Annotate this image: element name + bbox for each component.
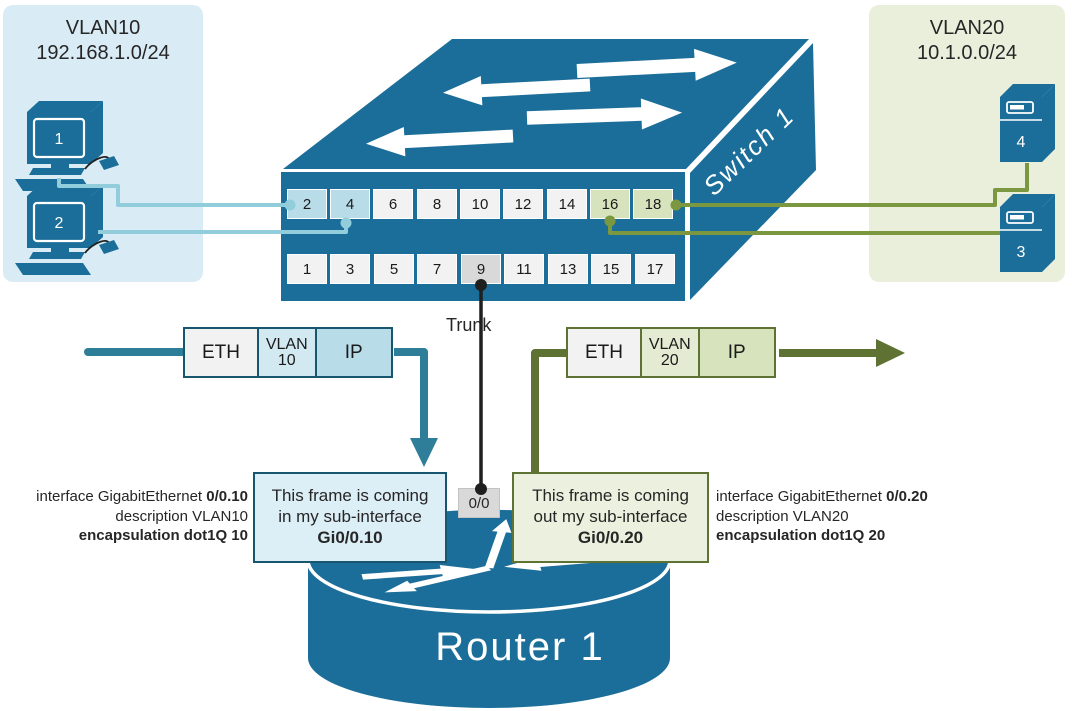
frame-diagram-vlan20: ETH VLAN 20 IP <box>566 327 776 378</box>
switch-port-5: 5 <box>374 254 414 284</box>
vlan10-title: VLAN10 <box>65 17 141 39</box>
vlan-id-right: 20 <box>660 351 679 369</box>
bubble-left-line2: in my sub-interface <box>278 507 422 526</box>
switch-arrows <box>365 46 738 159</box>
eth-cell-right: ETH <box>568 329 640 376</box>
switch-port-18: 18 <box>633 189 673 219</box>
switch-side-face <box>690 43 816 300</box>
switch-port-17: 17 <box>635 254 675 284</box>
config-left-line3: encapsulation dot1Q 10 <box>78 527 248 544</box>
config-right-line1-bold: 0/0.20 <box>886 488 928 505</box>
config-left-line2: description VLAN10 <box>115 507 248 525</box>
switch-port-1: 1 <box>287 254 327 284</box>
vlan-cell-left: VLAN 10 <box>257 329 315 376</box>
ip-cell-right: IP <box>697 329 774 376</box>
frame-diagram-vlan10: ETH VLAN 10 IP <box>183 327 393 378</box>
config-right-line3: encapsulation dot1Q 20 <box>716 527 886 544</box>
eth-label-left: ETH <box>202 341 240 363</box>
vlan10-panel: VLAN10 192.168.1.0/24 <box>3 5 203 282</box>
vlan20-title: VLAN20 <box>929 17 1005 39</box>
trunk-label: Trunk <box>446 315 492 335</box>
switch-label: Switch 1 <box>697 100 800 201</box>
switch-port-4: 4 <box>330 189 370 219</box>
switch-port-11: 11 <box>504 254 544 284</box>
switch-port-6: 6 <box>373 189 413 219</box>
bubble-right-line1: This frame is coming <box>532 486 689 505</box>
switch-port-16: 16 <box>590 189 630 219</box>
switch-port-9-trunk: 9 <box>461 254 501 284</box>
bubble-left-subinterface: Gi0/0.10 <box>317 528 383 547</box>
bubble-right-subinterface: Gi0/0.20 <box>577 528 644 547</box>
bubble-left-line1: This frame is coming <box>271 486 429 505</box>
bubble-outgoing-frame: This frame is coming out my sub-interfac… <box>512 472 709 563</box>
switch-port-2: 2 <box>287 189 327 219</box>
switch-port-3: 3 <box>330 254 370 284</box>
ip-label-right: IP <box>727 341 746 363</box>
vlan20-subnet: 10.1.0.0/24 <box>916 42 1018 64</box>
config-left-line1: interface GigabitEthernet <box>36 488 207 505</box>
switch-port-15: 15 <box>591 254 631 284</box>
config-right-line1: interface GigabitEthernet <box>716 488 887 505</box>
vlan-cell-right: VLAN 20 <box>640 329 698 376</box>
vlan-id-left: 10 <box>277 351 296 369</box>
eth-label-right: ETH <box>585 341 623 363</box>
vlan20-panel: VLAN20 10.1.0.0/24 <box>869 5 1065 282</box>
ip-cell-left: IP <box>314 329 391 376</box>
vlan10-flow-arrowhead <box>410 438 438 467</box>
vlan-label-right: VLAN <box>648 335 691 353</box>
ip-label-left: IP <box>344 341 363 363</box>
pc2-wire-port-dot <box>340 217 352 229</box>
config-subinterface-10: interface GigabitEthernet 0/0.10 descrip… <box>8 487 248 546</box>
router-label: Router 1 <box>435 625 604 669</box>
config-right-line2: description VLAN20 <box>716 507 849 525</box>
config-subinterface-20: interface GigabitEthernet 0/0.20 descrip… <box>716 487 968 546</box>
switch-port-14: 14 <box>547 189 587 219</box>
vlan10-subnet: 192.168.1.0/24 <box>36 42 170 64</box>
bubble-right-line2: out my sub-interface <box>533 507 688 526</box>
eth-cell-left: ETH <box>185 329 257 376</box>
switch-port-12: 12 <box>503 189 543 219</box>
config-left-line1-bold: 0/0.10 <box>206 488 248 505</box>
switch-port-10: 10 <box>460 189 500 219</box>
switch-port-8: 8 <box>417 189 457 219</box>
switch-top-face <box>283 39 809 169</box>
router-port-0-0: 0/0 <box>458 488 500 518</box>
vlan20-flow-arrowhead <box>876 339 905 367</box>
vlan-label-left: VLAN <box>265 335 308 353</box>
bubble-incoming-frame: This frame is coming in my sub-interface… <box>253 472 447 563</box>
switch-port-7: 7 <box>417 254 457 284</box>
switch-port-13: 13 <box>548 254 588 284</box>
